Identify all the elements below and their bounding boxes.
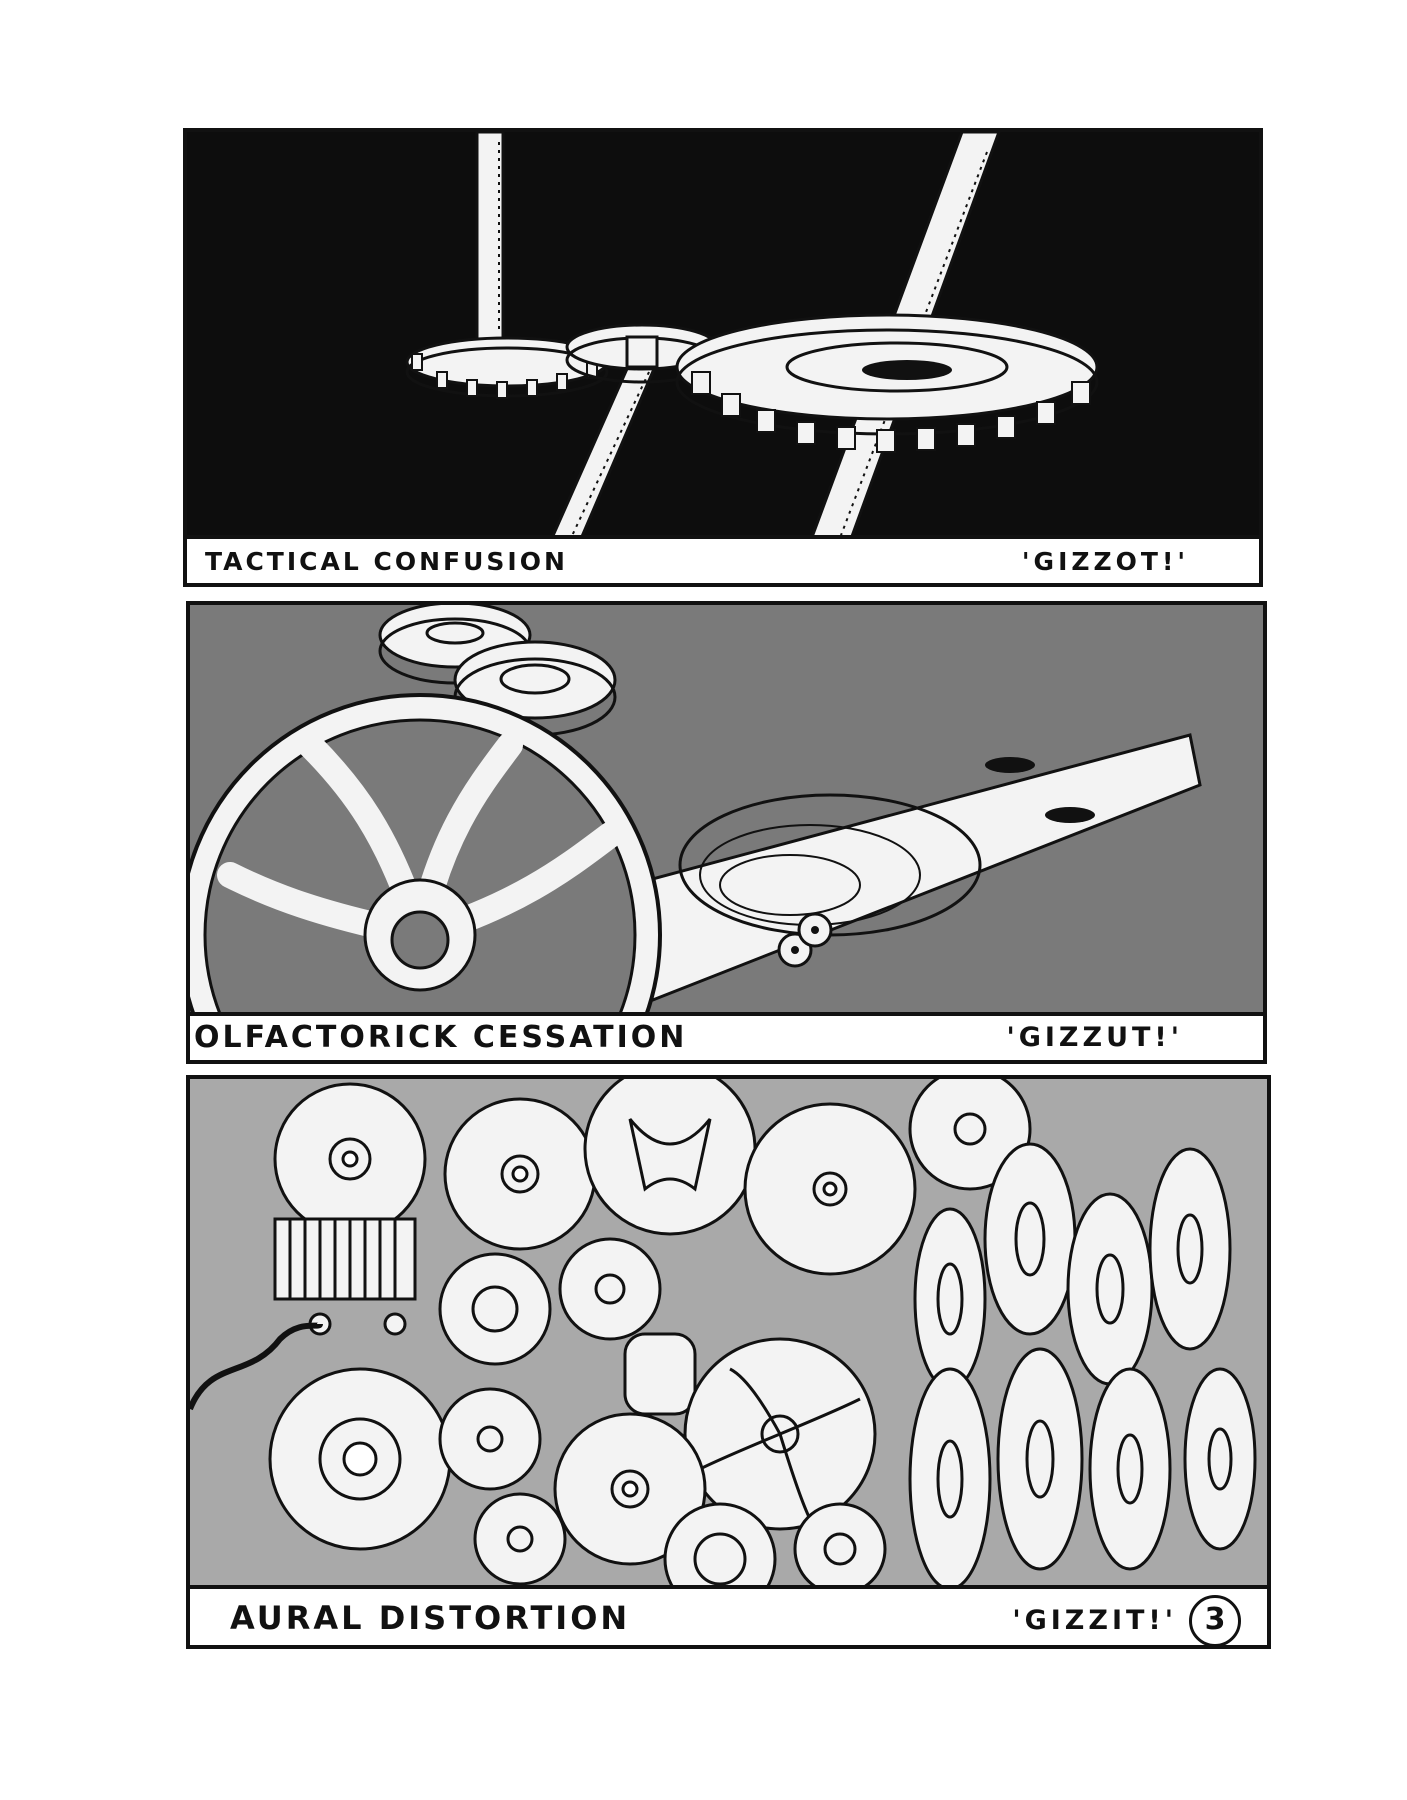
gear-icon — [996, 1347, 1084, 1571]
sound-effect: 'GIZZOT!' — [1021, 547, 1189, 576]
panel-1-artwork — [405, 132, 1099, 583]
gear-icon — [1066, 1192, 1154, 1386]
gear-icon — [908, 1367, 992, 1591]
gear-icon — [1183, 1367, 1257, 1551]
panel-tactical-confusion: TACTICAL CONFUSION 'GIZZOT!' — [183, 128, 1263, 587]
gear-icon — [438, 1387, 542, 1491]
gear-icon — [908, 1079, 1032, 1191]
gear-icon — [623, 1332, 697, 1416]
gear-icon — [273, 1082, 427, 1236]
gear-icon — [190, 693, 662, 1060]
panel-olfactorick-cessation: OLFACTORICK CESSATION 'GIZZUT!' — [186, 601, 1267, 1064]
wind-up-key-icon — [777, 912, 833, 968]
gear-icon — [1148, 1147, 1232, 1351]
gear-icon — [675, 313, 1099, 453]
panel-caption: TACTICAL CONFUSION 'GIZZOT!' — [187, 535, 1259, 583]
gear-icon — [1088, 1367, 1172, 1571]
gear-icon — [553, 1412, 707, 1566]
panel-caption: AURAL DISTORTION 'GIZZIT!' 3 — [190, 1585, 1267, 1645]
caption-title: OLFACTORICK CESSATION — [194, 1020, 688, 1055]
caption-title: AURAL DISTORTION — [230, 1599, 631, 1637]
panel-aural-distortion: AURAL DISTORTION 'GIZZIT!' 3 — [186, 1075, 1271, 1649]
gear-icon — [743, 1102, 917, 1276]
gear-icon — [583, 1079, 757, 1236]
gear-icon — [793, 1502, 887, 1596]
sound-effect: 'GIZZIT!' — [1012, 1605, 1177, 1636]
gear-icon — [683, 1337, 877, 1531]
spring-plate — [628, 733, 1202, 1008]
panel-3-artwork — [190, 1079, 1257, 1616]
gear-icon — [405, 336, 609, 399]
gear-icon — [473, 1492, 567, 1586]
panel-2-artwork — [190, 605, 1202, 1060]
page-number: 3 — [1189, 1595, 1241, 1645]
gear-icon — [438, 1252, 552, 1366]
gear-icon — [558, 1237, 662, 1341]
caption-title: TACTICAL CONFUSION — [205, 547, 568, 576]
panel-caption: OLFACTORICK CESSATION 'GIZZUT!' — [190, 1012, 1263, 1060]
gear-icon — [983, 1142, 1077, 1336]
axle-left — [475, 132, 505, 349]
wire-coil-icon — [190, 1217, 417, 1411]
gear-icon — [268, 1367, 452, 1551]
gear-icon — [443, 1097, 597, 1251]
gear-icon — [913, 1207, 987, 1391]
sound-effect: 'GIZZUT!' — [1006, 1022, 1183, 1053]
